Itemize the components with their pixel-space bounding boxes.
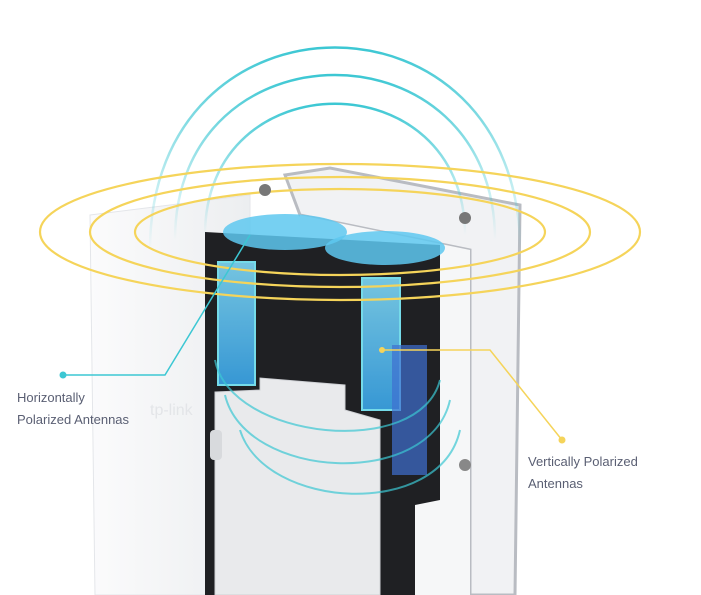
vertical-antenna-label: Vertically Polarized Antennas xyxy=(528,451,638,495)
vertical-wave-rings xyxy=(38,162,642,302)
vertical-callout-line xyxy=(379,347,566,444)
label-line: Horizontally xyxy=(17,390,85,405)
horizontal-callout-line xyxy=(59,234,251,379)
label-line: Vertically Polarized xyxy=(528,454,638,469)
label-line: Antennas xyxy=(528,476,583,491)
horizontal-antenna-label: Horizontally Polarized Antennas xyxy=(17,387,129,431)
label-line: Polarized Antennas xyxy=(17,412,130,427)
horizontal-wave-lower-arcs xyxy=(214,359,461,495)
horizontal-wave-arcs xyxy=(148,46,522,251)
screw-icon xyxy=(459,212,471,224)
tp-link-logo: tp-link xyxy=(150,402,194,419)
horizontal-antenna-left xyxy=(223,214,347,250)
screw-icon xyxy=(459,459,471,471)
screw-icon xyxy=(259,184,271,196)
board-cutout xyxy=(214,377,381,595)
horizontal-antenna-right xyxy=(325,231,445,265)
